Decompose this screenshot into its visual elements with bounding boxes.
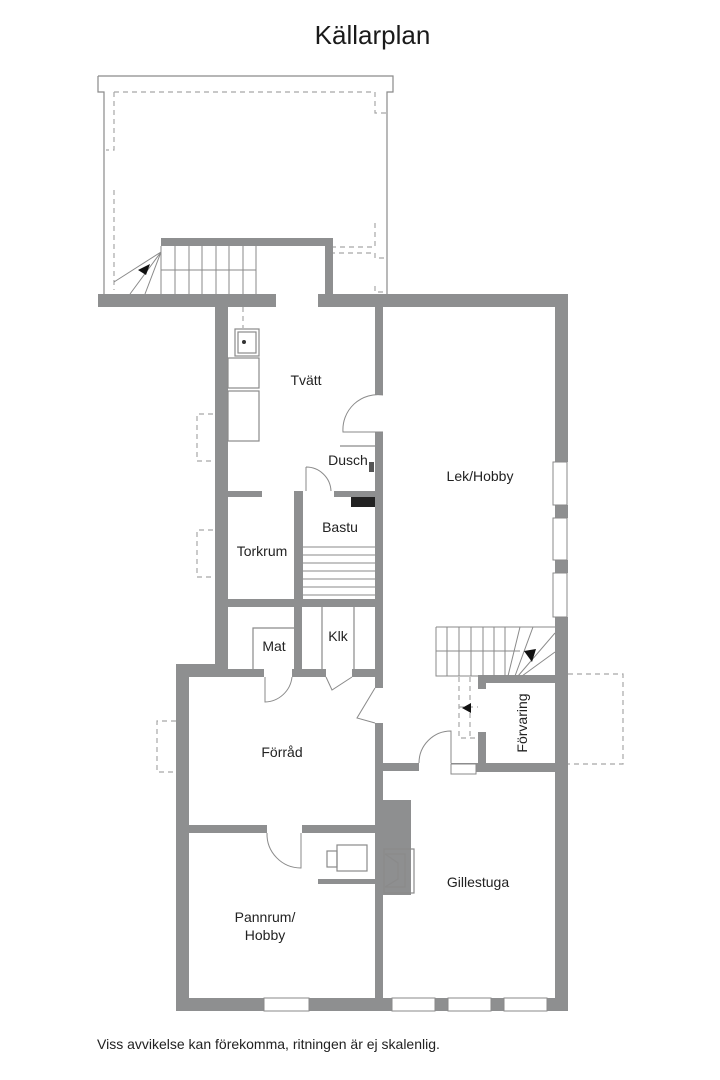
terrace-outline [97,75,394,294]
room-label-dusch: Dusch [328,452,368,468]
exterior-dashes [156,413,624,773]
boiler-and-fireplace [326,844,415,894]
room-label-forvaring: Förvaring [514,693,530,752]
room-label-bastu: Bastu [322,519,358,535]
interior-stair [435,626,556,739]
room-label-mat: Mat [262,638,285,654]
plan-title: Källarplan [314,20,431,50]
room-label-tvatt: Tvätt [290,372,321,388]
room-labels: Tvätt Dusch Bastu Torkrum Lek/Hobby Mat … [235,372,530,943]
closets [252,607,355,669]
room-label-gillestuga: Gillestuga [447,874,509,890]
sauna-heater-icon [351,497,375,507]
doors [264,394,452,869]
room-label-lek-hobby: Lek/Hobby [447,468,514,484]
stair-arrow-icon [138,264,150,275]
room-label-forrad: Förråd [261,744,302,760]
walls [98,294,568,1011]
disclaimer-note: Viss avvikelse kan förekomma, ritningen … [97,1036,440,1052]
room-label-pannrum: Pannrum/ [235,909,296,925]
windows [263,461,568,1012]
room-label-torkrum: Torkrum [237,543,288,559]
room-label-pannrum-hobby: Hobby [245,927,285,943]
stair-arrow-icon [524,649,536,662]
room-label-klk: Klk [328,628,348,644]
laundry-fixtures [227,307,375,507]
stair-arrow-icon [462,703,471,713]
outdoor-stair [113,238,333,295]
sauna-bench [303,546,375,596]
